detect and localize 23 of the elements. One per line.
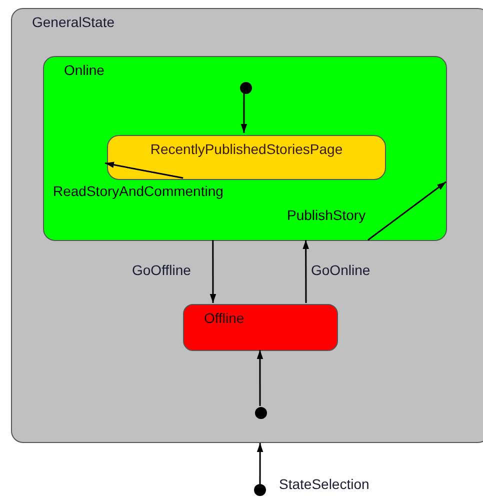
- transition-arrow: [210, 240, 216, 303]
- composite-state-box: [11, 8, 483, 443]
- state-box: [183, 304, 338, 351]
- transition-arrow: [368, 181, 446, 241]
- composite-state-box: [43, 56, 447, 241]
- transition-arrow: [302, 240, 309, 303]
- transition-arrow: [256, 443, 264, 484]
- transition-arrow: [240, 92, 248, 133]
- state-name: RecentlyPublishedStoriesPage: [149, 141, 344, 157]
- state-label: StateSelection: [279, 476, 370, 492]
- transition-arrow: [104, 162, 184, 179]
- edge-label: PublishStory: [287, 207, 366, 223]
- transition-arrow: [256, 350, 264, 406]
- state-name: GeneralState: [32, 14, 114, 30]
- initial-state-dot: [255, 407, 267, 419]
- state-box: [107, 135, 386, 180]
- edge-label: GoOffline: [132, 262, 191, 278]
- state-name: Offline: [204, 310, 244, 326]
- edge-label: ReadStoryAndCommenting: [53, 183, 224, 199]
- edge-label: GoOnline: [311, 262, 370, 278]
- initial-state-dot: [254, 484, 266, 496]
- state-name: Online: [64, 62, 104, 78]
- initial-state-dot: [240, 82, 252, 94]
